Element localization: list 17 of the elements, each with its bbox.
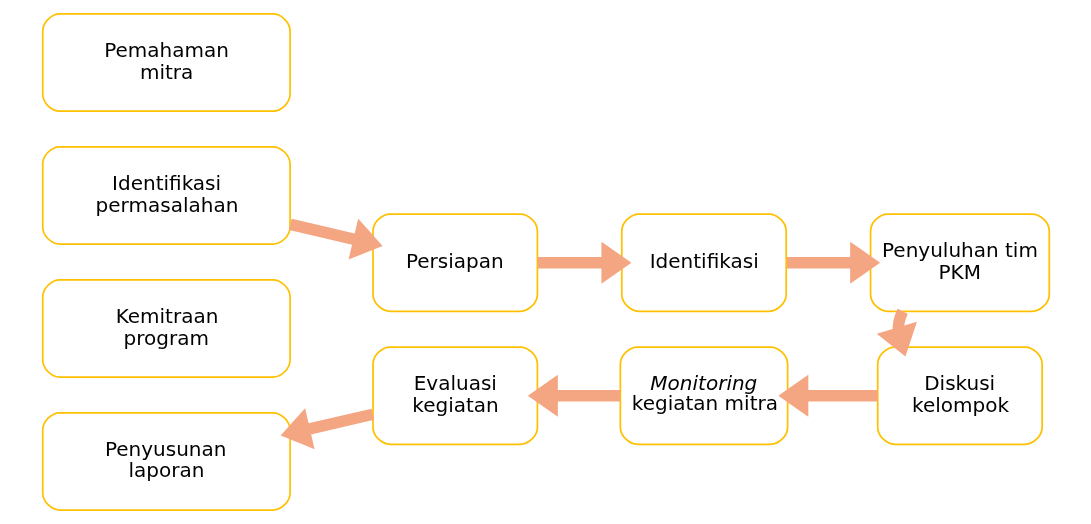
arrow — [288, 218, 383, 260]
arrow — [527, 374, 620, 417]
node-box: Pemahaman mitra — [41, 13, 291, 112]
node-box: Identifikasi permasalahan — [41, 146, 291, 245]
node-box: Kemitraan program — [41, 279, 291, 378]
arrow — [777, 374, 878, 417]
node-box: Penyuluhan tim PKM — [869, 213, 1050, 313]
arrow — [786, 241, 880, 284]
node-box: Evaluasi kegiatan — [371, 346, 538, 446]
arrow — [876, 309, 917, 357]
node-box: Persiapan — [371, 213, 538, 313]
arrow — [280, 408, 374, 450]
node-box: Penyusunan laporan — [41, 411, 291, 511]
node-box: Identifikasi — [620, 213, 787, 313]
arrow — [537, 241, 631, 284]
node-box: Diskusi kelompok — [876, 346, 1043, 446]
node-box: Monitoring kegiatan mitra — [619, 346, 788, 446]
